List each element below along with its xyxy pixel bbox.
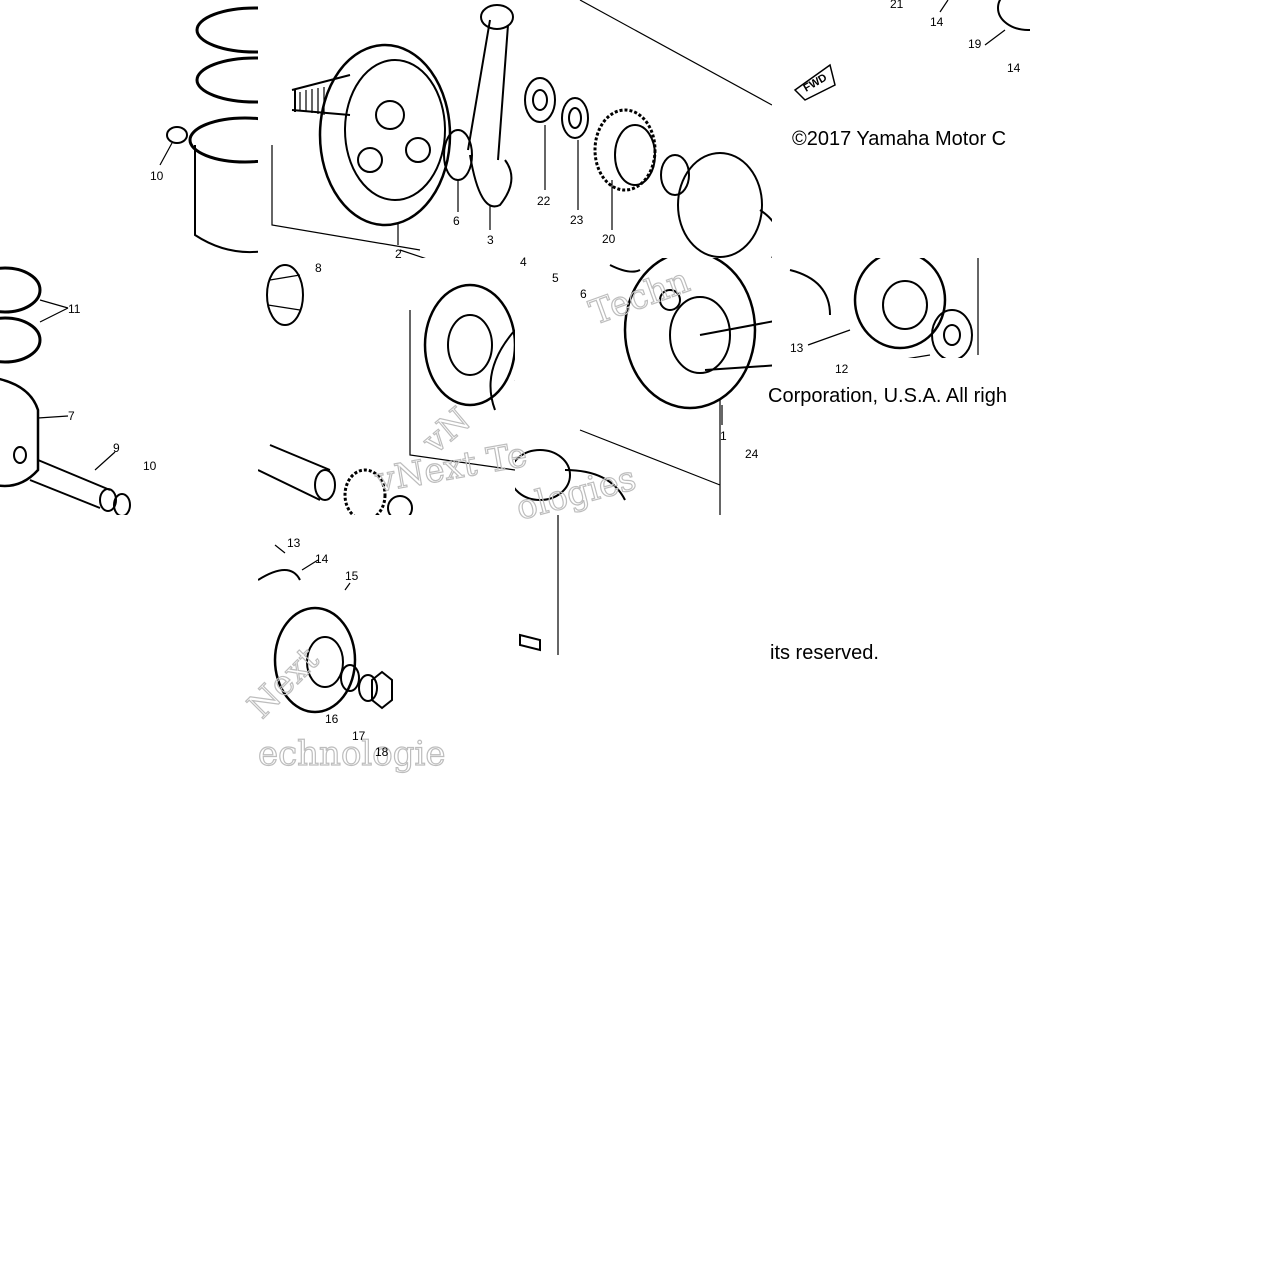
callout-19: 19 (968, 37, 982, 51)
copyright-line-1: ©2017 Yamaha Motor C (792, 128, 1007, 150)
callout-3: 3 (487, 233, 494, 247)
callout-17: 17 (352, 729, 366, 743)
callout-13-bottom: 13 (287, 536, 301, 550)
washer-23 (561, 97, 589, 139)
callout-16: 16 (325, 712, 339, 726)
callout-13-right: 13 (790, 341, 804, 355)
main-bearing (423, 283, 515, 407)
seal-left (515, 449, 571, 501)
fwd-label: FWD (802, 72, 830, 95)
copyright-line-2: Corporation, U.S.A. All righ (768, 385, 1007, 408)
tile-piston-bottom (0, 266, 131, 515)
connecting-rod (467, 19, 513, 208)
callout-22: 22 (537, 194, 551, 208)
watermark-fragment-6: echnologie (258, 734, 446, 774)
crank-web-left-face (344, 59, 446, 201)
callout-11: 11 (68, 302, 81, 316)
callout-4: 4 (520, 255, 527, 269)
washer-17 (358, 674, 378, 702)
tile-gear (524, 0, 772, 258)
tile-crank-wheel (271, 4, 514, 258)
tile-frame-bottom (519, 515, 559, 655)
watermark-fragment-1: Techn (584, 261, 694, 334)
copyright-line-3: its reserved. (770, 642, 879, 664)
callout-5: 5 (552, 271, 559, 285)
shaft-spline (291, 74, 351, 116)
oring-14 (258, 569, 301, 581)
callout-21: 21 (890, 0, 904, 11)
seal-15 (273, 606, 357, 714)
washer-16 (340, 664, 360, 692)
callout-1: 1 (720, 429, 727, 443)
piston-pin-9 (29, 459, 111, 509)
callout-15: 15 (345, 569, 359, 583)
bearing-19 (997, 0, 1030, 31)
tile-bearing (258, 264, 515, 515)
piston-ring-lower (195, 56, 258, 104)
gear-20 (593, 108, 657, 192)
needle-bearing (343, 468, 387, 515)
callout-7: 7 (68, 409, 75, 423)
nut-18 (371, 670, 393, 710)
piston-ring-11a (0, 266, 42, 314)
tile-seal (258, 544, 393, 714)
tile-bearing-right (789, 258, 979, 358)
nut-22 (524, 77, 556, 123)
watermark-layer: Techn vNext Te vN ologies Next echnologi… (239, 260, 695, 775)
piston-body (194, 145, 258, 254)
callout-labels: 10 2 6 3 22 23 20 21 14 19 14 4 5 6 8 11… (68, 0, 1021, 759)
piston-ring-upper (195, 6, 258, 54)
piston-7 (0, 377, 40, 488)
callout-2: 2 (395, 247, 402, 261)
circlip-small (660, 154, 690, 196)
callout-6b: 6 (580, 287, 587, 301)
callout-10: 10 (150, 169, 164, 183)
crank-pin (258, 444, 331, 501)
callout-24: 24 (745, 447, 759, 461)
callout-14-right: 14 (1007, 61, 1021, 75)
callout-6: 6 (453, 214, 460, 228)
crank-shaft-24 (699, 320, 772, 371)
callout-10b: 10 (143, 459, 157, 473)
needle-bearing-8 (266, 264, 304, 326)
watermark-fragment-4: ologies (512, 458, 640, 528)
crank-web-right (623, 258, 757, 410)
piston-crown (188, 116, 258, 164)
shim-12 (931, 309, 973, 358)
circlip-10 (166, 126, 188, 144)
callout-12: 12 (835, 362, 849, 376)
tile-crank-right (515, 258, 772, 515)
callout-14-bottom: 14 (315, 552, 329, 566)
tile-piston-top (159, 6, 258, 254)
callout-20: 20 (602, 232, 616, 246)
fwd-arrow (793, 63, 836, 101)
callout-23: 23 (570, 213, 584, 227)
piston-ring-11b (0, 316, 42, 364)
callout-8: 8 (315, 261, 322, 275)
tile-fwd (793, 0, 1030, 101)
oring-large (677, 152, 763, 258)
circlip-10b (113, 493, 131, 515)
callout-14-top: 14 (930, 15, 944, 29)
callout-9: 9 (113, 441, 120, 455)
bearing-12 (853, 258, 947, 350)
callout-18: 18 (375, 745, 389, 759)
